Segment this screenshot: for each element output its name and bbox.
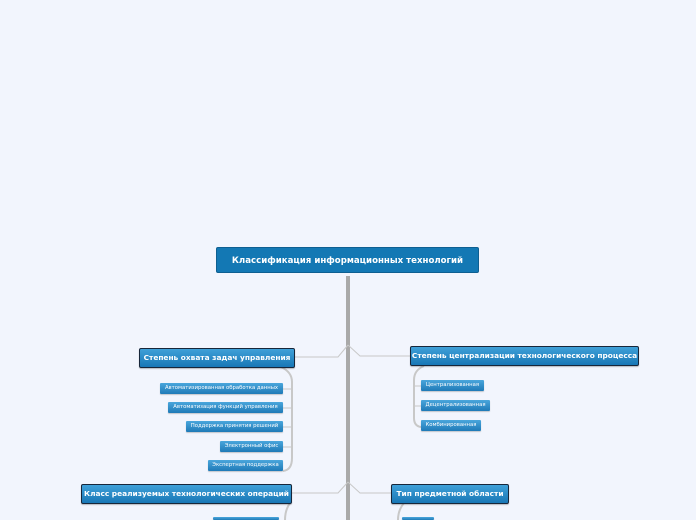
- spine-subject-area: [397, 502, 405, 520]
- subtopic-centralization-2[interactable]: Децентрализованная: [421, 400, 490, 411]
- branch-coverage[interactable]: Степень охвата задач управления: [139, 348, 295, 368]
- subtopic-coverage-5[interactable]: Экспертная поддержка: [208, 460, 283, 471]
- connector-operations: [292, 481, 349, 494]
- spine-operations: [284, 502, 291, 520]
- connector-centralization: [347, 344, 410, 357]
- subtopic-coverage-3[interactable]: Поддержка принятия решений: [186, 421, 283, 432]
- subtopic-coverage-2[interactable]: Автоматизация функций управления: [168, 402, 283, 413]
- mindmap-trunk: [346, 276, 350, 520]
- connector-subject-area: [347, 481, 391, 494]
- spine-centralization: [413, 365, 425, 428]
- root-topic[interactable]: Классификация информационных технологий: [216, 247, 479, 273]
- subtopic-centralization-1[interactable]: Централизованная: [421, 380, 484, 391]
- branch-operations[interactable]: Класс реализуемых технологических операц…: [81, 484, 292, 504]
- subtopic-subject-area-partial[interactable]: [402, 517, 434, 520]
- connector-coverage: [294, 344, 349, 358]
- subtopic-operations-partial[interactable]: [213, 517, 279, 520]
- branch-subject-area[interactable]: Тип предметной области: [391, 484, 509, 504]
- subtopic-coverage-4[interactable]: Электронный офис: [220, 441, 283, 452]
- subtopic-coverage-1[interactable]: Автоматизированная обработка данных: [160, 383, 283, 394]
- subtopic-centralization-3[interactable]: Комбинированная: [421, 420, 481, 431]
- spine-coverage: [280, 366, 293, 472]
- branch-centralization[interactable]: Степень централизации технологического п…: [410, 346, 639, 366]
